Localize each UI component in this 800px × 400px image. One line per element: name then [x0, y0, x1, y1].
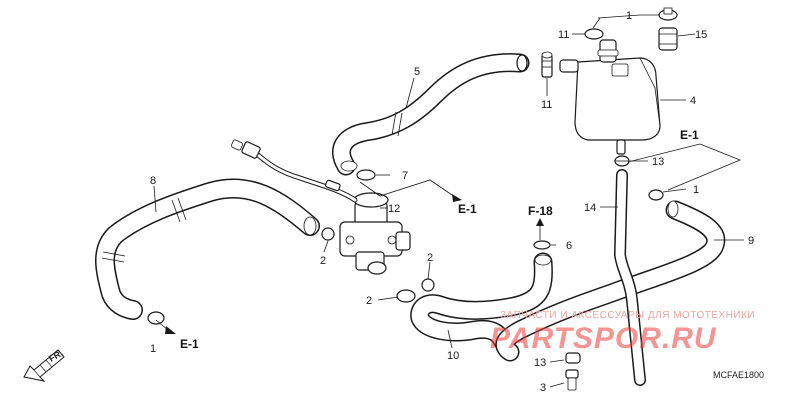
leader-lines: [153, 14, 744, 388]
callout-part-2: 2: [320, 255, 326, 267]
clamp-6[interactable]: [533, 240, 551, 250]
callout-part-1: 1: [626, 10, 632, 22]
callout-part-10: 10: [447, 350, 459, 362]
callout-part-1: 1: [150, 343, 156, 355]
clamp-1-lower-left[interactable]: [147, 311, 165, 325]
callout-part-9: 9: [748, 235, 754, 247]
ref-f18[interactable]: F-18: [528, 204, 553, 218]
hose-5[interactable]: [332, 53, 530, 176]
front-direction-label: FR.: [47, 348, 65, 364]
callout-part-13: 13: [652, 156, 664, 168]
callout-part-11: 11: [558, 29, 569, 41]
callout-part-2: 2: [427, 252, 433, 264]
reservoir-tank-4[interactable]: [559, 39, 661, 155]
watermark-tagline: ЗАПЧАСТИ И АКСЕССУАРЫ ДЛЯ МОТОТЕХНИКИ: [500, 310, 755, 321]
reference-labels: E-1 E-1 E-1 F-18: [180, 128, 699, 351]
clamp-11-upper-right[interactable]: [658, 7, 678, 21]
callout-part-1: 1: [693, 184, 699, 196]
callout-part-7: 7: [402, 170, 408, 182]
clamp-1-right[interactable]: [648, 189, 664, 201]
clamp-11-left[interactable]: [541, 51, 553, 78]
clamp-13-upper[interactable]: [614, 155, 630, 167]
clamp-2-center[interactable]: [421, 278, 435, 292]
hose-9[interactable]: [495, 200, 726, 362]
callout-part-12: 12: [388, 203, 400, 215]
callout-part-11: 11: [541, 99, 552, 111]
part-callouts: 1 1 1 2 2 2 3 4 5 6 7 8 9 10 11 11 12 13…: [150, 10, 754, 394]
callout-part-2: 2: [366, 295, 372, 307]
bolt-3[interactable]: [565, 369, 579, 391]
clamp-11-tank[interactable]: [584, 28, 604, 40]
watermark-brand: PARTSPOR.RU: [490, 322, 717, 355]
callout-part-14: 14: [584, 202, 596, 214]
tube-14[interactable]: [614, 169, 646, 386]
ref-e1-lower-left[interactable]: E-1: [180, 337, 199, 351]
clamp-2-lower[interactable]: [396, 289, 416, 303]
callout-part-15: 15: [695, 29, 707, 41]
callout-part-6: 6: [566, 240, 572, 252]
callout-part-4: 4: [690, 95, 696, 107]
ref-e1-center[interactable]: E-1: [458, 202, 477, 216]
diagram-code: MCFAE1800: [713, 370, 764, 380]
hose-10[interactable]: [410, 252, 553, 355]
clamp-13-lower[interactable]: [565, 352, 581, 364]
callout-part-5: 5: [414, 66, 420, 78]
clamp-7[interactable]: [356, 169, 376, 181]
callout-part-3: 3: [540, 382, 546, 394]
hose-8[interactable]: [95, 178, 320, 320]
front-direction-arrow: FR.: [23, 348, 65, 382]
clamp-2-left[interactable]: [321, 227, 335, 241]
callout-part-8: 8: [150, 175, 156, 187]
cap-15[interactable]: [658, 27, 678, 51]
callout-part-13: 13: [534, 357, 546, 369]
ref-e1-upper-right[interactable]: E-1: [680, 128, 699, 142]
air-suction-valve-12[interactable]: [339, 192, 411, 275]
watermark: ЗАПЧАСТИ И АКСЕССУАРЫ ДЛЯ МОТОТЕХНИКИ PA…: [490, 310, 755, 355]
valve-wire-harness: [231, 139, 358, 203]
